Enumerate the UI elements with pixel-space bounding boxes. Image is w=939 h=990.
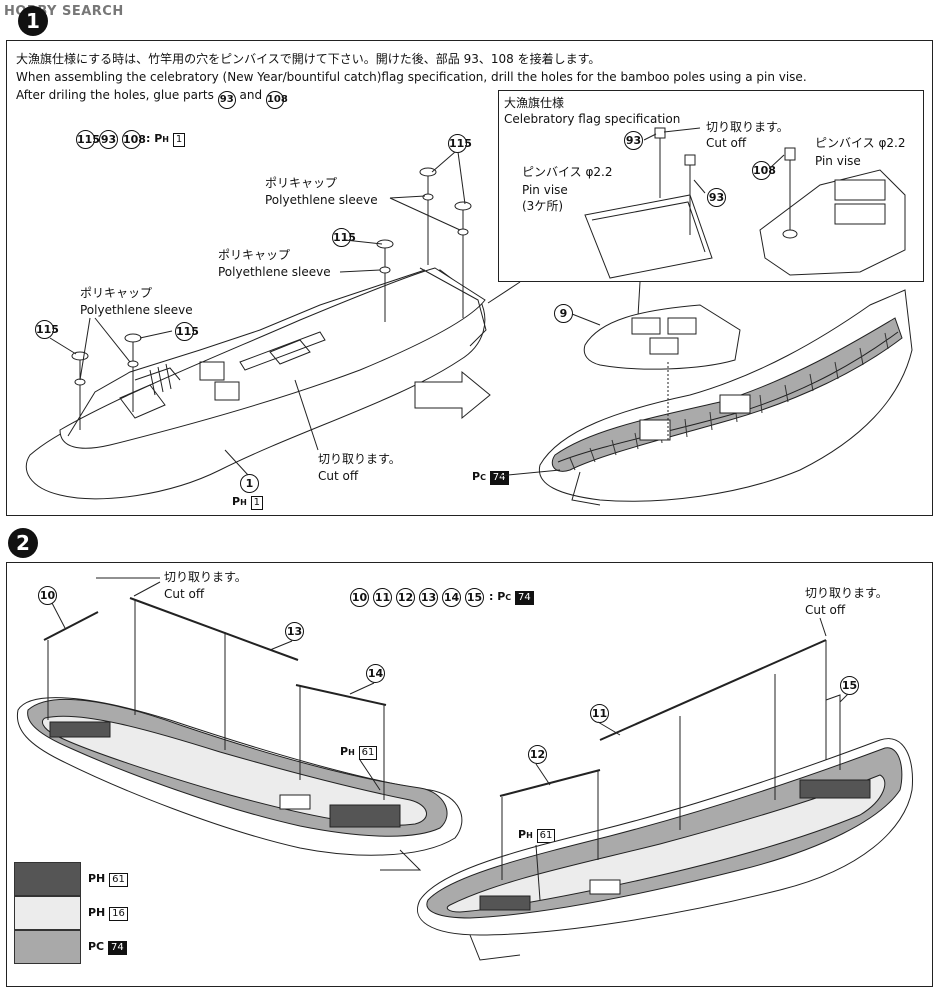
part-14: 14 — [366, 664, 385, 683]
part-12-list: 12 — [396, 588, 415, 607]
inset-part-108: 108 — [752, 161, 776, 180]
polycap-jp-b: ポリキャップ — [218, 248, 291, 262]
legend-label-pc74: PC 74 — [88, 940, 127, 955]
inset-cutoff-en: Cut off — [706, 136, 747, 150]
polycap-en-c: Polyethlene sleeve — [80, 303, 193, 317]
part-93-list: 93 — [99, 130, 118, 149]
part-108-list: 108 — [122, 130, 146, 149]
inset-pinvise-jp-a: ピンバイス φ2.2 — [522, 165, 613, 179]
inset-title-jp: 大漁旗仕様 — [504, 96, 565, 110]
legend-swatch-ph16 — [14, 896, 81, 930]
part-115-c: 115 — [35, 320, 59, 339]
cutoff-en-2a: Cut off — [164, 587, 205, 601]
polycap-jp-c: ポリキャップ — [80, 286, 153, 300]
step-1-badge: 1 — [18, 6, 48, 36]
part-13-list: 13 — [419, 588, 438, 607]
step-1-instruction-jp: 大漁旗仕様にする時は、竹竿用の穴をピンバイスで開けて下さい。開けた後、部品 93… — [16, 52, 601, 66]
step-1-parts-paint: : PH 1 — [146, 132, 186, 147]
legend-label-ph16: PH 16 — [88, 906, 128, 921]
part-1: 1 — [240, 474, 259, 493]
part-115-d: 115 — [175, 322, 199, 341]
cutoff-en-1: Cut off — [318, 469, 359, 483]
part-11: 11 — [590, 704, 609, 723]
legend-swatch-ph61 — [14, 862, 81, 896]
flag-spec-inset — [498, 90, 924, 282]
part-11-list: 11 — [373, 588, 392, 607]
step-2-parts-paint: : PC 74 — [489, 590, 534, 605]
paint-ph61-b: PH 61 — [518, 828, 556, 843]
part-93-ref: 93 — [217, 91, 236, 109]
part-115-list: 115 — [76, 130, 100, 149]
inset-title-en: Celebratory flag specification — [504, 112, 681, 126]
part-115-b: 115 — [332, 228, 356, 247]
part-9: 9 — [554, 304, 573, 323]
part-10: 10 — [38, 586, 57, 605]
deck-paint-pc74: PC 74 — [472, 470, 509, 485]
part-15: 15 — [840, 676, 859, 695]
cutoff-jp-2b: 切り取ります。 — [805, 586, 888, 600]
polycap-en-a: Polyethlene sleeve — [265, 193, 378, 207]
part-12: 12 — [528, 745, 547, 764]
part-13: 13 — [285, 622, 304, 641]
inset-cutoff-jp: 切り取ります。 — [706, 120, 789, 134]
step-2-panel — [6, 562, 933, 987]
cutoff-jp-2a: 切り取ります。 — [164, 570, 247, 584]
cutoff-jp-1: 切り取ります。 — [318, 452, 401, 466]
hull-paint-ph1: PH 1 — [232, 495, 263, 510]
step-2-badge: 2 — [8, 528, 38, 558]
part-115-a: 115 — [448, 134, 472, 153]
inset-pinvise-jp-b: ピンバイス φ2.2 — [815, 136, 906, 150]
part-15-list: 15 — [465, 588, 484, 607]
part-14-list: 14 — [442, 588, 461, 607]
polycap-en-b: Polyethlene sleeve — [218, 265, 331, 279]
step-1-instruction-en-1: When assembling the celebratory (New Yea… — [16, 70, 807, 84]
inset-pinvise-en-b: Pin vise — [815, 154, 861, 168]
inset-part-93-b: 93 — [707, 188, 726, 207]
legend-label-ph61: PH 61 — [88, 872, 128, 887]
part-10-list: 10 — [350, 588, 369, 607]
cutoff-en-2b: Cut off — [805, 603, 846, 617]
part-108-ref: 108 — [265, 91, 288, 109]
paint-ph61-a: PH 61 — [340, 745, 378, 760]
legend-swatch-pc74 — [14, 930, 81, 964]
inset-part-93-a: 93 — [624, 131, 643, 150]
polycap-jp-a: ポリキャップ — [265, 176, 338, 190]
step-1-panel — [6, 40, 933, 516]
inset-pinvise-en-a: Pin vise — [522, 183, 568, 197]
inset-count: (3ケ所) — [522, 199, 563, 213]
step-1-instruction-en-2: After driling the holes, glue parts 93 a… — [16, 88, 288, 109]
